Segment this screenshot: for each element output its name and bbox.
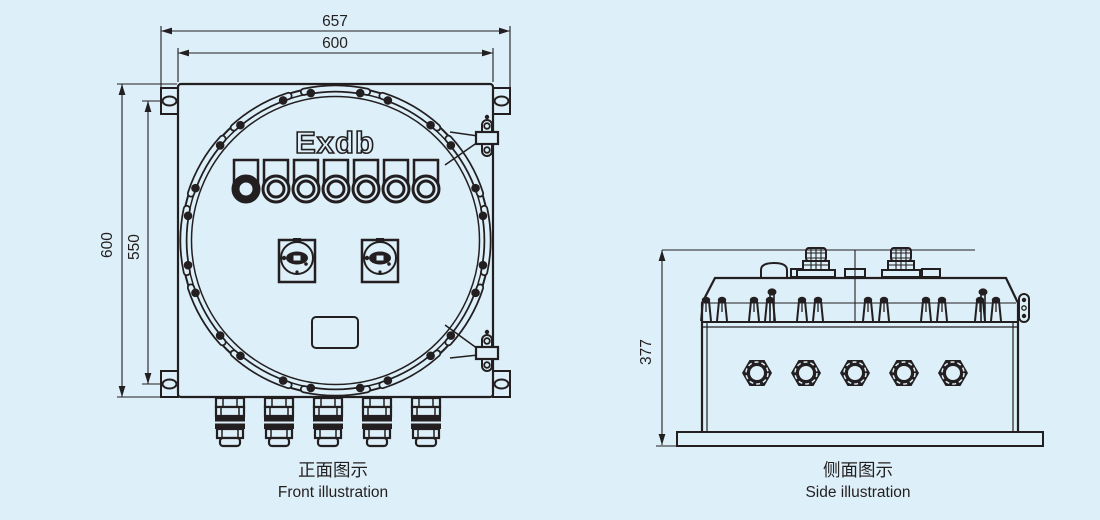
side-caption-en: Side illustration — [805, 484, 910, 501]
rotary-switches — [277, 238, 400, 284]
base-plate — [676, 431, 1044, 447]
dim-height: 377 — [638, 339, 655, 365]
dim-body-width: 600 — [322, 35, 348, 52]
hinge-pin — [1018, 293, 1030, 323]
dim-overall-width: 657 — [322, 13, 348, 30]
hex-stopping-plugs — [742, 360, 968, 386]
breather-dome — [760, 261, 788, 277]
cover-clamp-bolts — [179, 84, 492, 397]
bottom-cable-glands — [214, 396, 442, 448]
dim-hole-spacing: 550 — [126, 234, 143, 260]
cover-hinges — [444, 114, 500, 372]
side-dimension-lines — [656, 250, 679, 447]
dim-body-height: 600 — [99, 232, 116, 258]
reference-lines — [662, 249, 975, 322]
side-caption-zh: 侧面图示 — [823, 460, 893, 480]
top-tab — [921, 268, 941, 278]
side-view: 377 侧面图示 Side illustration — [638, 247, 1044, 501]
front-view: Exdb 657 600 600 550 正面图示 Front illustra… — [99, 13, 511, 501]
front-caption-en: Front illustration — [278, 484, 388, 501]
exdb-marking: Exdb — [295, 125, 375, 160]
nameplate — [311, 316, 359, 349]
indicator-lamps — [231, 158, 441, 204]
flange-clamp-bolts — [700, 288, 1002, 322]
front-caption-zh: 正面图示 — [298, 460, 368, 480]
front-dimension-lines — [117, 26, 511, 398]
side-body — [700, 321, 1020, 432]
top-cable-glands — [796, 247, 921, 278]
